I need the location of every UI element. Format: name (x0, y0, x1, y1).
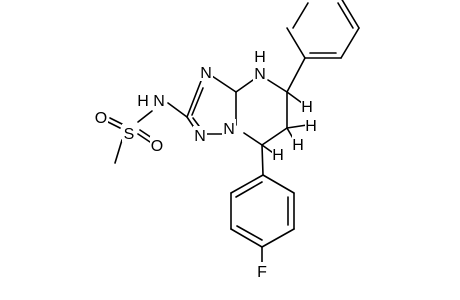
fphenyl-bond-3-inner (236, 225, 263, 241)
svg-text:N: N (223, 121, 235, 138)
bond-c7-fluorophenyl (261, 144, 264, 176)
phenyl-bond-3 (340, 27, 360, 59)
atom-n4: N (253, 64, 267, 83)
atom-n1: N (222, 119, 236, 138)
bond-c6-c7 (261, 127, 288, 146)
bond-s-o-bottom-1 (137, 133, 151, 143)
svg-text:N: N (200, 65, 212, 82)
atom-n2: N (193, 126, 207, 145)
phenyl-bond-4-inner (337, 2, 354, 29)
svg-text:H: H (292, 137, 304, 154)
atom-h-c6-a: H (305, 116, 318, 135)
atom-s: S (122, 124, 136, 143)
atom-f: F (255, 262, 269, 281)
svg-text:H: H (137, 93, 149, 110)
svg-text:N: N (153, 93, 165, 110)
bond-c5-h (286, 91, 303, 104)
phenyl-bond-6-inner (292, 2, 309, 29)
fphenyl-bond-1 (230, 174, 264, 194)
svg-text:O: O (95, 110, 107, 127)
atom-o-top: O (94, 108, 108, 127)
svg-text:H: H (305, 118, 317, 135)
bond-c2-n3-a (186, 80, 202, 118)
phenyl-bond-4 (341, 0, 360, 29)
svg-text:N: N (254, 66, 266, 83)
svg-text:H: H (272, 147, 284, 164)
phenyl-bond-1 (286, 27, 306, 59)
fphenyl-bond-4 (261, 228, 295, 248)
svg-text:F: F (257, 264, 267, 281)
fphenyl-bond-3 (230, 228, 263, 248)
atom-n-amide: N (152, 91, 166, 110)
bond-c7-n1 (243, 132, 263, 146)
bond-c5-phenyl (286, 57, 306, 93)
fphenyl-bond-1-inner (235, 181, 263, 198)
bond-n3-c3a (211, 75, 237, 93)
atom-h-amide: H (137, 91, 150, 110)
svg-text:N: N (194, 128, 206, 145)
atom-n3: N (199, 63, 213, 82)
bond-n-c2 (167, 102, 188, 118)
svg-text:H: H (254, 49, 266, 66)
bond-c3a-n4 (235, 79, 254, 93)
svg-text:O: O (151, 138, 163, 155)
bond-n2-c2-b (192, 117, 200, 127)
atom-h-n4: H (254, 48, 267, 66)
bond-s-o-top-1 (107, 121, 121, 129)
svg-text:S: S (124, 126, 135, 143)
atom-o-bottom: O (150, 136, 164, 155)
atom-h-c6-b: H (292, 135, 305, 154)
bond-c2-n3-b (191, 87, 204, 116)
atom-h-c5: H (301, 97, 314, 116)
bond-s-n (137, 110, 153, 123)
fphenyl-bond-6 (262, 174, 295, 194)
bond-s-o-top-2 (109, 117, 123, 125)
bond-n4-c5 (267, 79, 288, 93)
bond-c6-h-a (286, 124, 308, 129)
atom-h-c7: H (272, 145, 285, 164)
svg-text:H: H (301, 99, 313, 116)
bond-methyl-s (114, 139, 123, 164)
